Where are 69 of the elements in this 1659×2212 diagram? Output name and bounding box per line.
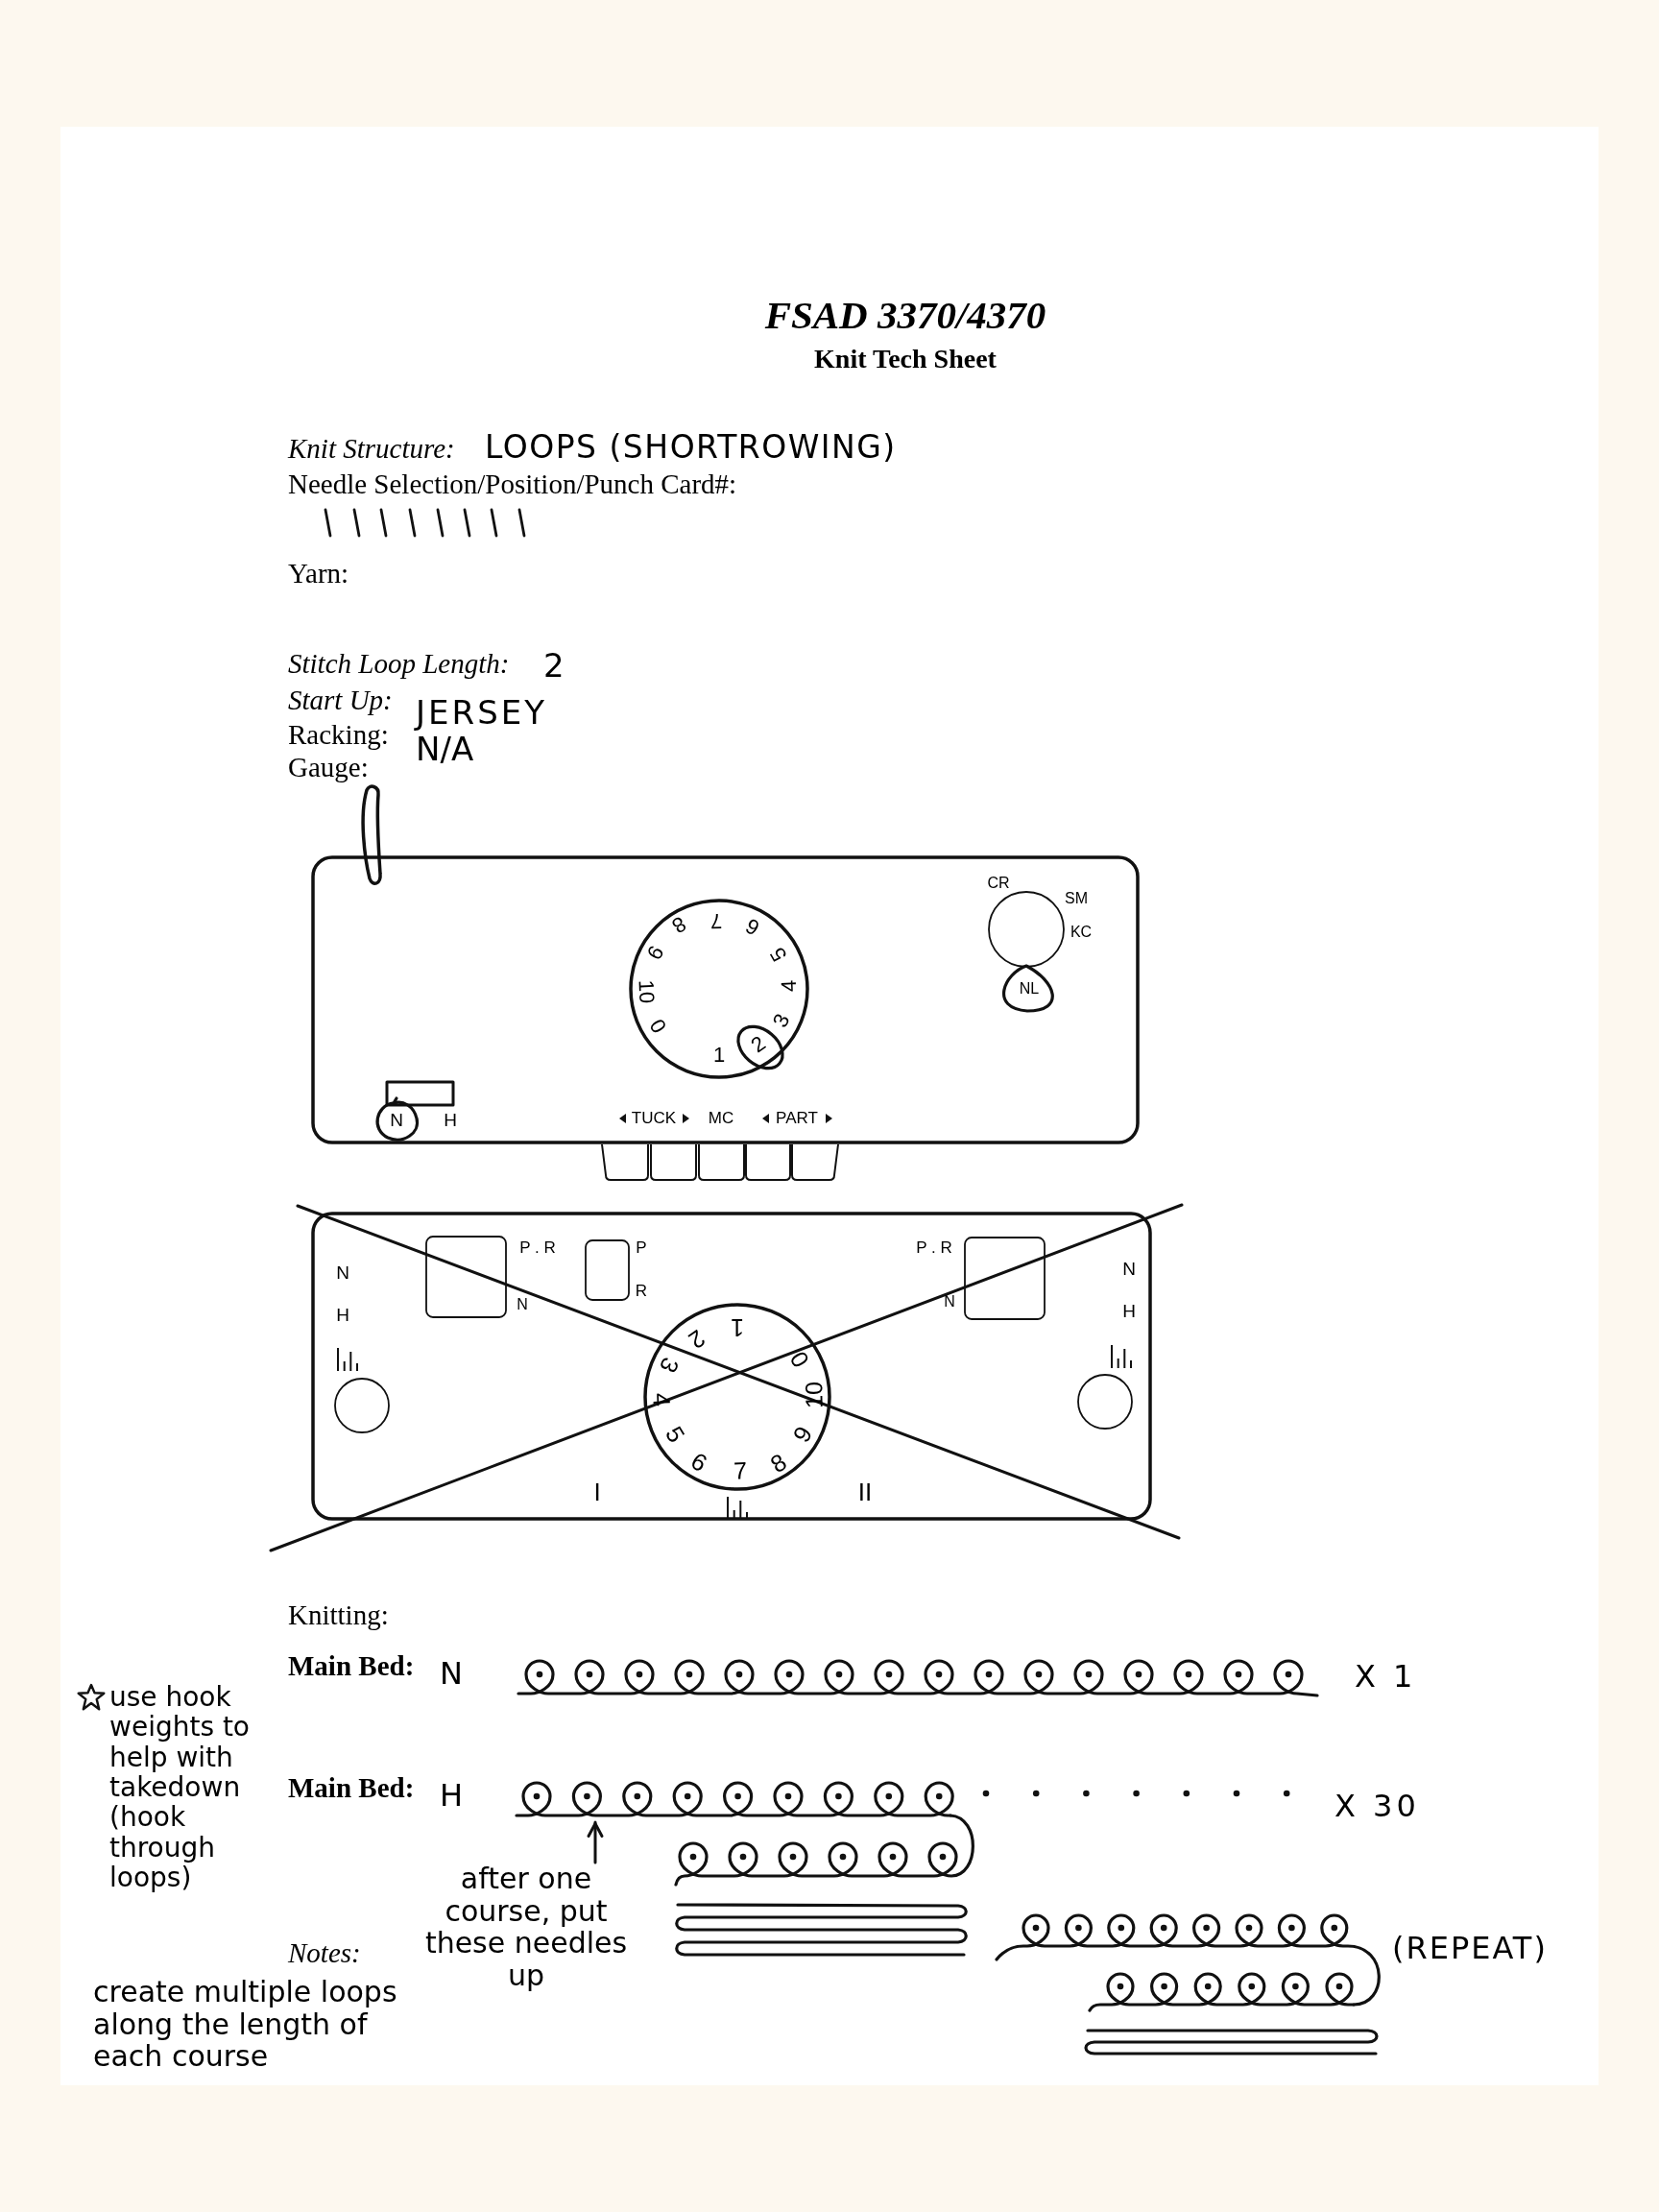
handwritten-entry: (REPEAT) [1392, 1932, 1548, 1966]
field-label: Notes: [288, 1937, 361, 1968]
subtitle: Knit Tech Sheet [814, 343, 997, 375]
dial-number: 6 [686, 1448, 711, 1477]
panel-label: II [857, 1478, 873, 1506]
panel-label: P [636, 1238, 647, 1258]
handwritten-entry: 2 [543, 648, 565, 685]
panel-label: N [336, 1262, 349, 1284]
field-label: Main Bed: [288, 1650, 415, 1681]
field-label: Stitch Loop Length: [288, 648, 510, 679]
panel-label: P . R [916, 1238, 952, 1258]
handwritten-entry: X 30 [1334, 1790, 1420, 1824]
panel-label: I [593, 1478, 601, 1506]
handwritten-entry: N/A [416, 732, 474, 768]
dial-number: 8 [766, 1449, 791, 1478]
dial-number: 1 [712, 1045, 726, 1066]
field-label: Yarn: [288, 558, 349, 589]
dial-number: 1 [731, 1314, 744, 1339]
panel-label: TUCK [631, 1109, 677, 1128]
handwritten-note: create multiple loops along the length of each course [93, 1976, 398, 2073]
field-label: Start Up: [288, 685, 393, 715]
arrow [587, 1820, 604, 1864]
panel-label: N [1122, 1259, 1136, 1280]
panel-label: N [944, 1293, 955, 1310]
title: FSAD 3370/4370 [764, 294, 1046, 338]
panel-label: PART [776, 1109, 818, 1128]
panel-label: H [444, 1110, 457, 1131]
panel-label: N [517, 1296, 528, 1313]
handwritten-entry: X 1 [1355, 1660, 1417, 1695]
field-label: Gauge: [288, 752, 369, 782]
handwritten-entry: H [440, 1779, 464, 1814]
dial-number: 3 [769, 1010, 794, 1031]
field-label: Knit Structure: [288, 433, 455, 464]
handwritten-entry: JERSEY [416, 695, 547, 732]
dial-number: 3 [655, 1354, 684, 1377]
field-label: Racking: [288, 719, 389, 750]
panel-label: R [635, 1282, 648, 1301]
dial-number: 4 [778, 979, 801, 993]
dial-number: 6 [742, 914, 763, 939]
dial-number: 9 [788, 1422, 817, 1447]
dial-number: 2 [685, 1325, 709, 1354]
dial-number: 2 [747, 1032, 770, 1057]
panel-label: N [390, 1110, 403, 1131]
handwritten-note: after one course, put these needles up [423, 1863, 629, 1992]
dial-number: 8 [667, 912, 690, 937]
dial-number: 0 [785, 1347, 814, 1372]
dial-number: 7 [709, 909, 723, 932]
panel-label: NL [1019, 980, 1040, 998]
dial-number: 10 [635, 979, 658, 1004]
panel-label: KC [1070, 924, 1093, 941]
panel-label: H [1122, 1301, 1136, 1322]
panel-label: MC [708, 1109, 734, 1128]
panel-label: CR [987, 875, 1010, 892]
field-label: Knitting: [288, 1599, 389, 1630]
dial-number: 7 [733, 1458, 748, 1483]
dial-number: 4 [649, 1392, 674, 1407]
field-label: Needle Selection/Position/Punch Card#: [288, 469, 737, 499]
dial-number: 5 [766, 944, 791, 965]
panel-label: H [336, 1305, 349, 1326]
handwritten-note: use hook weights to help with takedown (hook through loops) [109, 1682, 251, 1893]
handwritten-entry: N [440, 1657, 463, 1692]
dial-number: 10 [802, 1381, 827, 1409]
panel-label: SM [1065, 890, 1088, 907]
dial-number: 0 [645, 1016, 670, 1037]
dial-number: 9 [642, 942, 667, 963]
field-label: Main Bed: [288, 1772, 415, 1803]
dial-number: 5 [661, 1422, 689, 1447]
handwritten-entry: LOOPS (SHORTROWING) [485, 429, 897, 466]
panel-label: P . R [519, 1238, 556, 1258]
